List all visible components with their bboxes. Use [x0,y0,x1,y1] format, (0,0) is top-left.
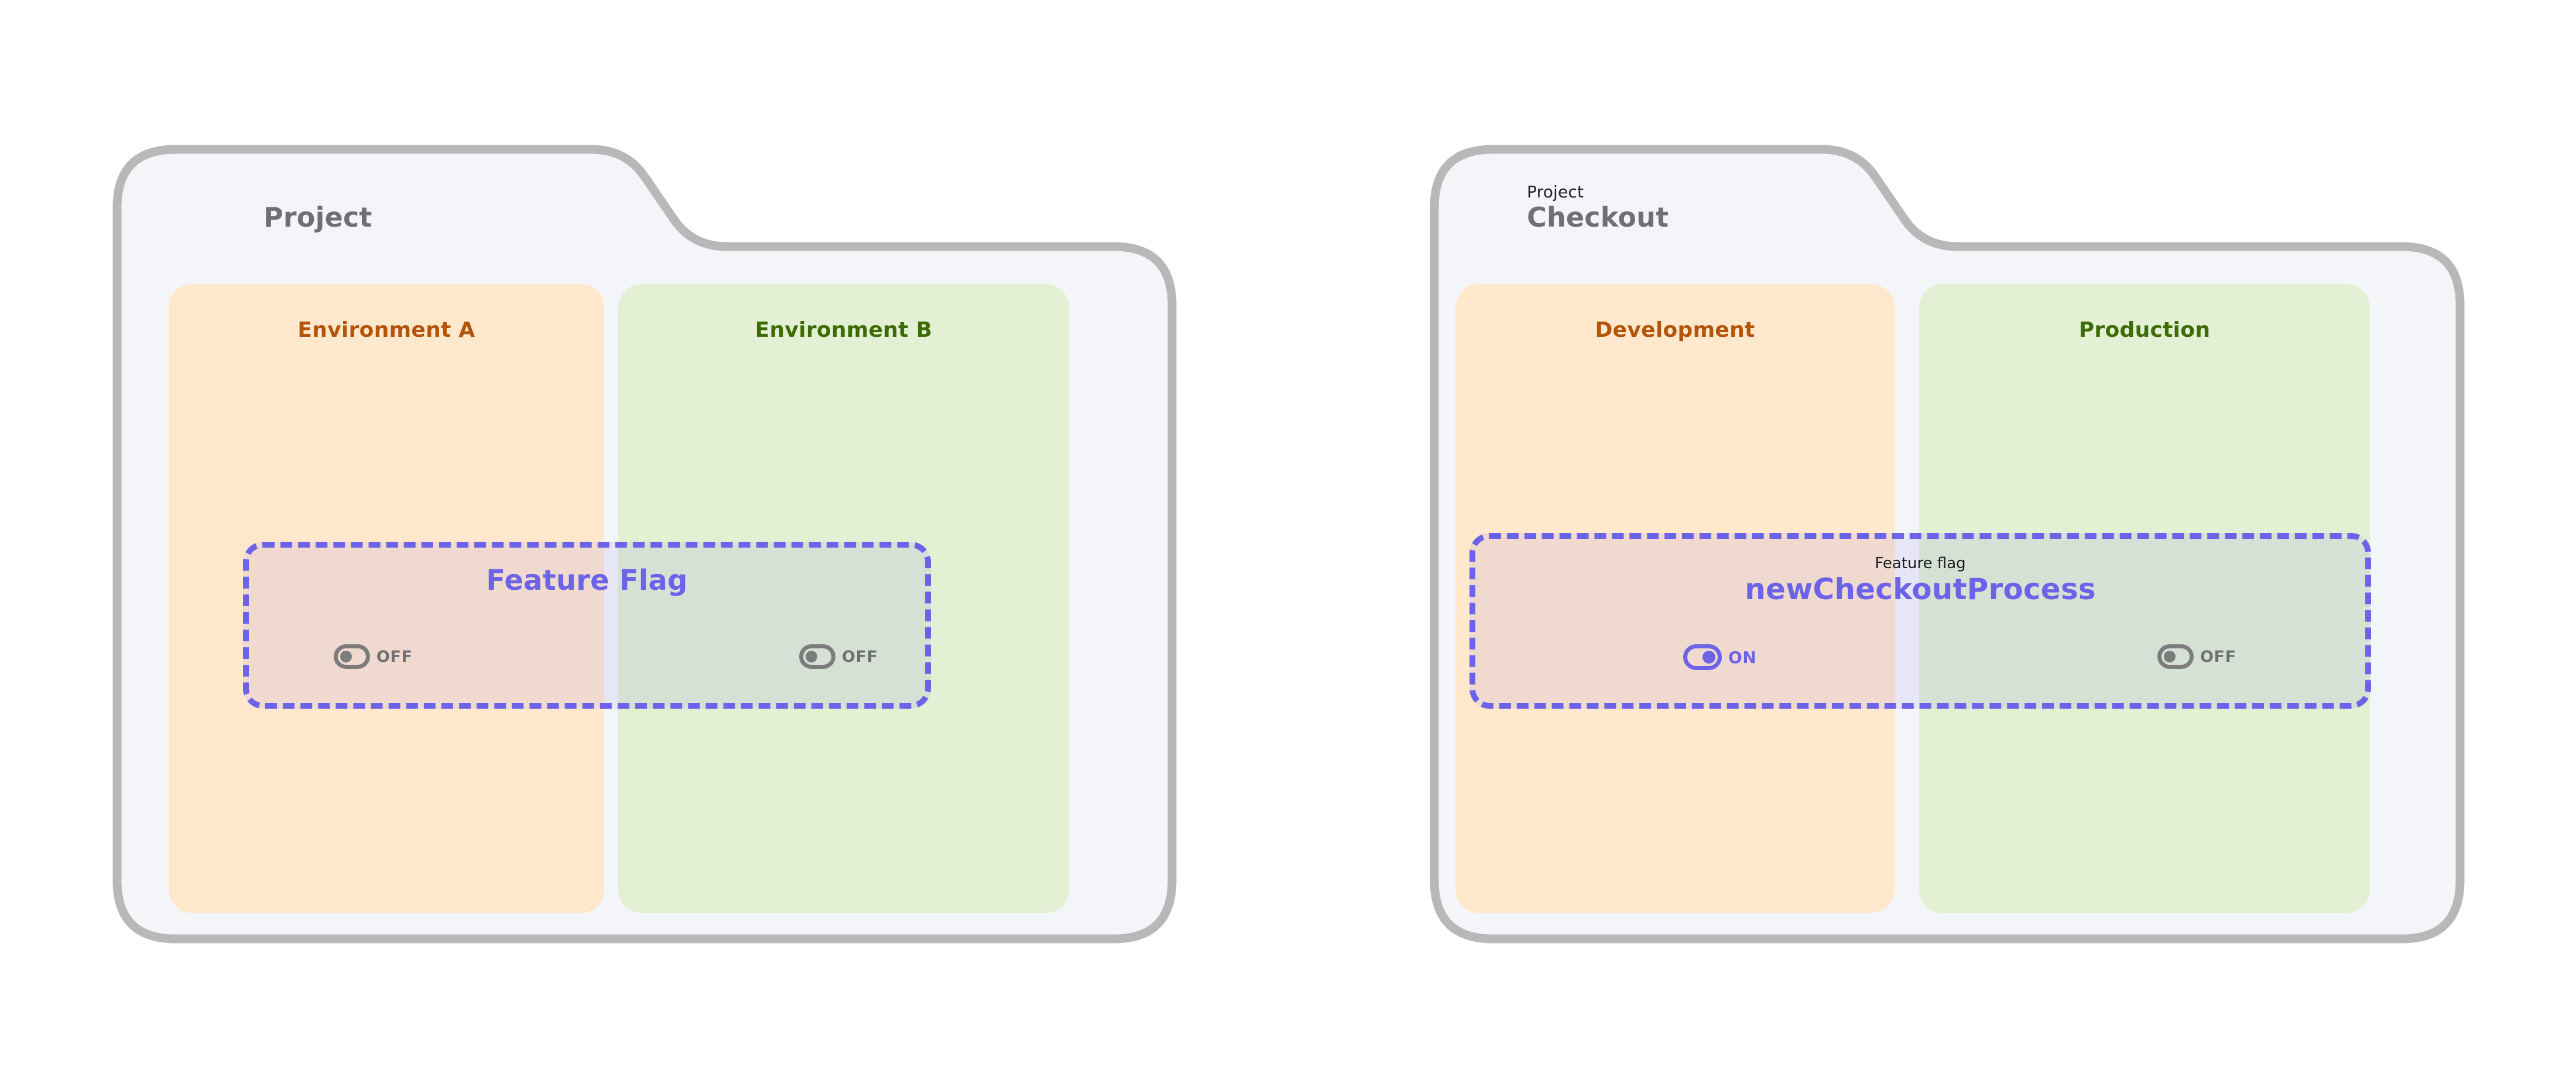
folder-kicker: Project [1527,182,1584,202]
toggle-state-label: OFF [376,647,413,666]
feature-flag-name: Feature Flag [486,564,688,597]
toggle-knob [2164,651,2176,662]
toggle-state-label: OFF [842,647,878,666]
feature-flag-toggle-environment-a[interactable]: OFF [334,644,413,669]
feature-flag-text: Feature Flag [249,565,925,596]
env-card-label: Production [2078,318,2211,342]
feature-flag-kicker: Feature flag [1875,555,1966,572]
toggle-knob [1703,651,1715,664]
toggle-switch-on[interactable] [1683,644,1722,670]
folder-name: Checkout [1527,201,1669,233]
feature-flag-toggle-production[interactable]: OFF [2157,644,2236,669]
folder-title-block: Project Checkout [1527,146,1669,231]
feature-flag-text: Feature flag newCheckoutProcess [1475,555,2365,606]
feature-flag-toggle-environment-b[interactable]: OFF [799,644,878,669]
folder-project: Project Environment A Environment B Feat… [111,143,1177,946]
feature-flag-band[interactable]: Feature Flag OFF OFF [243,542,931,709]
feature-flag-band[interactable]: Feature flag newCheckoutProcess ON OFF [1469,533,2371,709]
feature-flag-toggle-development[interactable]: ON [1683,644,1756,670]
env-card-label: Development [1595,318,1755,342]
toggle-state-label: ON [1728,647,1757,667]
env-card-label: Environment A [297,318,475,342]
folder-title-block: Project [263,155,372,231]
env-card-environment-a[interactable]: Environment A [169,284,604,913]
env-card-label: Environment B [755,318,933,342]
folder-checkout: Project Checkout Development Production … [1429,143,2465,946]
env-card-environment-b[interactable]: Environment B [618,284,1069,913]
toggle-knob [806,651,817,662]
env-card-development[interactable]: Development [1455,284,1895,913]
feature-flag-name: newCheckoutProcess [1745,572,2096,606]
toggle-knob [340,651,352,662]
folder-name: Project [263,201,372,233]
toggle-state-label: OFF [2200,647,2236,666]
toggle-switch-off[interactable] [799,644,835,669]
toggle-switch-off[interactable] [334,644,370,669]
env-card-production[interactable]: Production [1919,284,2370,913]
toggle-switch-off[interactable] [2157,644,2194,669]
